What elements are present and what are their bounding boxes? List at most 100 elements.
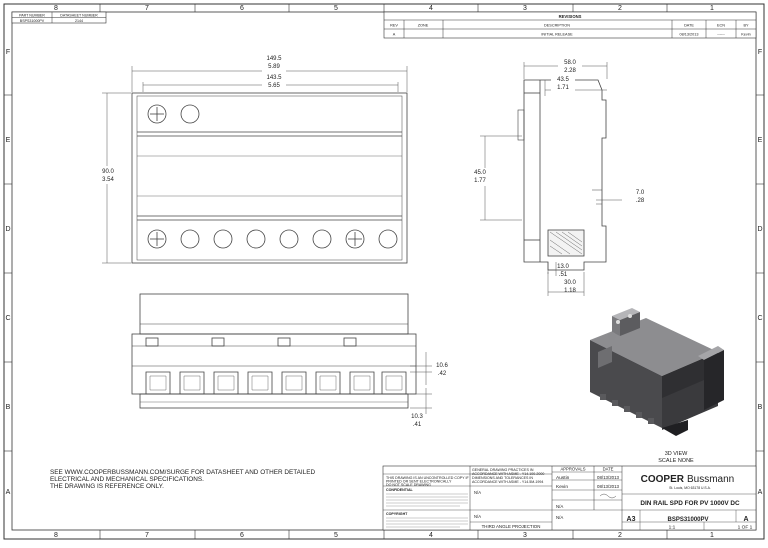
zone-bot-1: 1 <box>710 532 714 539</box>
uncontrolled-1: THIS DRAWING IS AN UNCONTROLLED COPY IF <box>386 476 469 480</box>
zone-top-8: 8 <box>54 5 58 12</box>
practices-3: DIMENSIONS AND TOLERANCES IN <box>472 476 533 480</box>
datasheet-number-value: 2144 <box>75 19 83 23</box>
top-screw-1 <box>147 104 167 124</box>
zone-bot-8: 8 <box>54 532 58 539</box>
bottom-dimensions: 10.6 .42 10.3 .41 <box>411 363 448 428</box>
copyright-fine-print <box>386 517 468 528</box>
na-field-3: N/A <box>556 504 563 509</box>
zone-top-1: 1 <box>710 5 714 12</box>
checked-date: 08/13/2013 <box>597 484 620 489</box>
approval-date-header: DATE <box>603 467 614 472</box>
zone-bot-7: 7 <box>145 532 149 539</box>
zone-bot-6: 6 <box>240 532 244 539</box>
bottom-view <box>131 293 417 409</box>
dim-2-28: 2.28 <box>564 68 576 74</box>
rev-row-by: Kevin <box>741 33 751 37</box>
dim-10-6: 10.6 <box>436 363 448 369</box>
dim-5-89: 5.89 <box>268 64 280 70</box>
note-line-3: THE DRAWING IS REFERENCE ONLY. <box>50 483 164 490</box>
zone-left-D: D <box>5 226 10 233</box>
rev-header-by: BY <box>743 24 749 28</box>
part-number-label: PART NUMBER <box>19 14 45 18</box>
title-block: THIS DRAWING IS AN UNCONTROLLED COPY IF … <box>382 465 757 531</box>
dim-90: 90.0 <box>102 169 114 175</box>
note-line-1: SEE WWW.COOPERBUSSMANN.COM/SURGE FOR DAT… <box>50 469 316 476</box>
dim-0-41: .41 <box>413 422 422 428</box>
dim-0-28: .28 <box>636 198 645 204</box>
company-address: St. Louis, MO 63178 U.S.A. <box>669 486 711 490</box>
dim-1-77: 1.77 <box>474 178 486 184</box>
zone-bot-3: 3 <box>523 532 527 539</box>
zone-top-2: 2 <box>618 5 622 12</box>
zone-right-B: B <box>758 404 763 411</box>
confidential-fine-print <box>386 493 468 507</box>
dim-0-51: .51 <box>559 272 568 278</box>
drawn-date: 08/13/2013 <box>597 475 620 480</box>
rev-header-zone: ZONE <box>418 24 429 28</box>
practices-1: GENERAL DRAWING PRACTICES IN <box>472 468 534 472</box>
iso-caption-2: SCALE NONE <box>658 458 694 464</box>
dim-1-71: 1.71 <box>557 85 569 91</box>
side-dimensions: 58.0 2.28 43.5 1.71 45.0 1.77 7.0 .28 13… <box>470 58 645 294</box>
dim-3-54: 3.54 <box>102 177 114 183</box>
zone-top-4: 4 <box>429 5 433 12</box>
dim-10-3: 10.3 <box>411 414 423 420</box>
zone-right-C: C <box>757 315 762 322</box>
na-field-1: N/A <box>474 490 481 495</box>
zone-left-E: E <box>6 137 11 144</box>
zone-labels: 8 7 6 5 4 3 2 1 8 7 6 5 4 3 2 1 F E D C … <box>5 5 762 539</box>
confidential-label: CONFIDENTIAL <box>386 488 414 492</box>
rev-header-date: DATE <box>684 24 694 28</box>
zone-bot-4: 4 <box>429 532 433 539</box>
drawing-title: DIN RAIL SPD FOR PV 1000V DC <box>640 500 740 507</box>
sheet-number: 1 OF 1 <box>738 525 753 531</box>
zone-left-C: C <box>5 315 10 322</box>
rev-row-date: 08/13/2013 <box>679 33 698 37</box>
rev-row-ecn: ------ <box>717 33 725 37</box>
zone-left-B: B <box>6 404 11 411</box>
uncontrolled-2: PRINTED OR SENT ELECTRONICALLY <box>386 480 452 484</box>
iso-3d-view: 3D VIEW SCALE NONE <box>590 308 724 464</box>
zone-top-7: 7 <box>145 5 149 12</box>
zone-left-A: A <box>6 489 11 496</box>
signature-mark <box>599 493 617 499</box>
dim-0-42: .42 <box>438 371 447 377</box>
zone-top-6: 6 <box>240 5 244 12</box>
practices-4: ACCORDANCE WITH ASME - Y14.5M-1994 <box>472 480 543 484</box>
inner-frame <box>11 11 757 531</box>
dim-1-18: 1.18 <box>564 288 576 294</box>
copyright-label: COPYRIGHT <box>386 512 408 516</box>
dim-30: 30.0 <box>564 280 576 286</box>
zone-bot-2: 2 <box>618 532 622 539</box>
revision-letter: A <box>743 516 748 523</box>
top-hole-1 <box>180 104 200 124</box>
na-field-4: N/A <box>556 515 563 520</box>
drawing-number: BSPS31000PV <box>667 517 708 523</box>
outer-frame <box>3 3 765 540</box>
dim-13: 13.0 <box>557 264 569 270</box>
part-number-value: BSPS31000PV <box>20 19 45 23</box>
front-dimension-lines <box>102 66 408 264</box>
zone-top-3: 3 <box>523 5 527 12</box>
datasheet-number-label: DATASHEET NUMBER <box>60 14 98 18</box>
revisions-title: REVISIONS <box>559 14 582 19</box>
bottom-dimension-lines <box>410 352 432 414</box>
approvals-header: APPROVALS <box>560 467 585 472</box>
third-angle-projection: THIRD ANGLE PROJECTION <box>482 524 541 529</box>
rev-header-description: DESCRIPTION <box>544 24 570 28</box>
rev-header-ecn: ECN <box>717 24 725 28</box>
side-dimension-lines <box>480 62 622 296</box>
zone-right-A: A <box>758 489 763 496</box>
sheet-size: A3 <box>627 516 636 523</box>
side-view <box>517 79 607 271</box>
revisions-table: REVISIONS REV ZONE DESCRIPTION DATE ECN … <box>383 11 757 39</box>
part-number-box: PART NUMBER DATASHEET NUMBER BSPS31000PV… <box>11 11 107 24</box>
company-name-bussmann: Bussmann <box>687 474 734 485</box>
checked-by: Kevin <box>556 484 568 490</box>
dim-43-5: 43.5 <box>557 77 569 83</box>
note-line-2: ELECTRICAL AND MECHANICAL SPECIFICATIONS… <box>50 476 204 483</box>
zone-ticks <box>4 4 764 539</box>
rev-row-description: INITIAL RELEASE <box>541 33 573 37</box>
